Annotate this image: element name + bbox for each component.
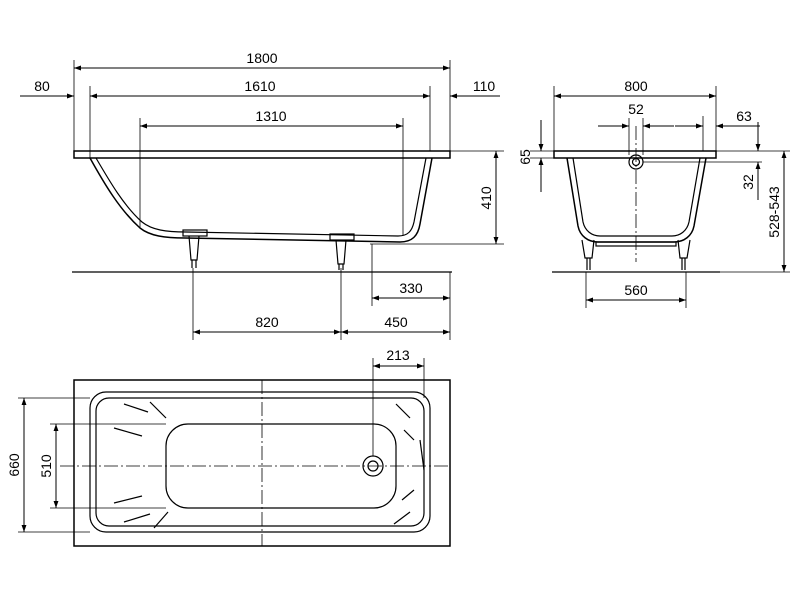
dim-label-52: 52 [628,101,644,117]
side-elevation-view: 1800 1610 80 110 1310 410 330 820 450 [20,50,504,340]
dim-label-110: 110 [473,78,496,94]
end-tub-inner [572,157,701,237]
plan-slope-lines [113,401,425,529]
dim-label-65: 65 [517,149,533,165]
dim-label-32: 32 [740,174,756,190]
side-foot-right [329,233,355,270]
dim-label-213: 213 [386,347,410,363]
end-rim [553,150,717,159]
dim-label-660: 660 [6,453,22,477]
dim-label-1610: 1610 [244,78,275,94]
drain-inner-icon [367,460,379,472]
dim-label-820: 820 [255,314,279,330]
end-elevation-view: 800 52 63 65 32 528-543 560 [517,78,790,308]
side-tub-inner [95,157,427,237]
dim-label-510: 510 [38,454,54,478]
dim-label-410: 410 [478,186,494,210]
side-rim [73,150,451,159]
dim-label-560: 560 [624,282,648,298]
dim-label-528-543: 528-543 [766,186,782,238]
dim-label-450: 450 [384,314,408,330]
plan-basin-inner [95,397,425,527]
dim-label-1800: 1800 [246,50,277,66]
end-foot-left [581,239,595,270]
plan-basin-outer [89,391,431,533]
dim-label-800: 800 [624,78,648,94]
dim-label-1310: 1310 [255,108,286,124]
dim-label-63: 63 [736,108,752,124]
dim-label-330: 330 [399,280,423,296]
side-foot-left [182,229,208,268]
plan-view: 660 510 213 [6,347,451,547]
end-foot-right [677,239,691,270]
dim-label-80: 80 [34,78,50,94]
side-tub-body [89,157,433,243]
